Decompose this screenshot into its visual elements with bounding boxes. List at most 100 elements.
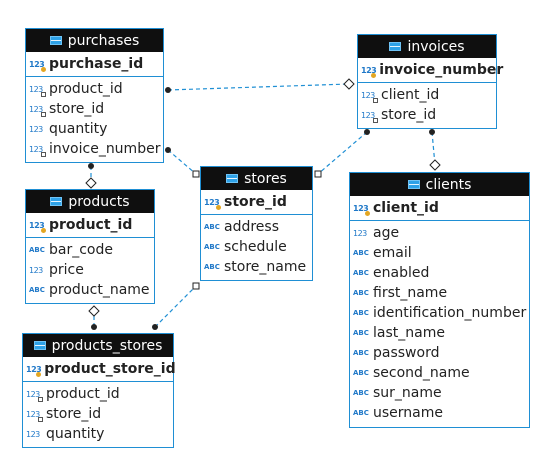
table-title: stores [244, 170, 287, 187]
column-label: second_name [373, 365, 470, 381]
text-type-icon: ABC [353, 409, 369, 417]
column-label: schedule [224, 239, 287, 255]
column-label: store_id [46, 406, 102, 422]
column-label: identification_number [373, 305, 527, 321]
column-row[interactable]: ABC product_name [26, 280, 154, 300]
column-row[interactable]: ABC username [350, 403, 529, 423]
table-title: products [68, 193, 130, 210]
table-header[interactable]: clients [350, 173, 529, 196]
table-title: clients [425, 176, 472, 193]
table-icon [389, 42, 402, 51]
text-type-icon: ABC [204, 223, 220, 231]
column-label: product_id [49, 81, 123, 97]
link-invoices-clients[interactable] [431, 131, 436, 166]
column-label: product_name [49, 282, 150, 298]
column-row[interactable]: ABC identification_number [350, 303, 529, 323]
primary-key-icon: 123 [353, 203, 370, 216]
foreign-key-icon: 123 [29, 145, 46, 157]
column-label: enabled [373, 265, 430, 281]
column-label: client_id [381, 87, 440, 103]
column-label: username [373, 405, 443, 421]
one-end-marker [192, 170, 200, 178]
foreign-key-icon: 123 [29, 105, 46, 117]
foreign-key-icon: 123 [361, 91, 378, 103]
many-end-marker [91, 324, 97, 330]
column-label: first_name [373, 285, 448, 301]
column-label: quantity [49, 121, 108, 137]
table-header[interactable]: products [26, 190, 154, 213]
primary-key-icon: 123 [361, 65, 377, 78]
table-icon [33, 341, 46, 350]
link-productsstores-stores[interactable] [154, 285, 197, 328]
many-end-marker [165, 87, 171, 93]
one-end-marker [314, 170, 322, 178]
primary-key-label: product_id [49, 217, 133, 233]
column-label: bar_code [49, 242, 113, 258]
primary-key-label: purchase_id [49, 56, 144, 72]
table-header[interactable]: products_stores [23, 334, 173, 357]
column-label: store_id [49, 101, 105, 117]
column-label: product_id [46, 386, 120, 402]
table-title: products_stores [51, 337, 163, 354]
one-end-marker [88, 305, 100, 317]
one-end-marker [192, 282, 200, 290]
text-type-icon: ABC [353, 309, 369, 317]
column-row[interactable]: ABC schedule [201, 237, 312, 257]
link-purchases-stores[interactable] [167, 149, 197, 175]
text-type-icon: ABC [204, 243, 220, 251]
link-invoices-stores[interactable] [317, 131, 368, 175]
text-type-icon: ABC [353, 389, 369, 397]
primary-key-icon: 123 [204, 197, 221, 210]
text-type-icon: ABC [29, 286, 45, 294]
table-header[interactable]: stores [201, 167, 312, 190]
table-header[interactable]: invoices [358, 35, 496, 58]
table-header[interactable]: purchases [26, 29, 163, 52]
link-purchases-invoices[interactable] [167, 83, 350, 91]
column-label: store_id [381, 107, 437, 123]
table-icon [50, 197, 63, 206]
foreign-key-icon: 123 [29, 85, 46, 97]
table-icon [49, 36, 62, 45]
foreign-key-icon: 123 [361, 111, 378, 123]
many-end-marker [88, 163, 94, 169]
primary-key-label: product_store_id [44, 361, 176, 377]
text-type-icon: ABC [204, 263, 220, 271]
